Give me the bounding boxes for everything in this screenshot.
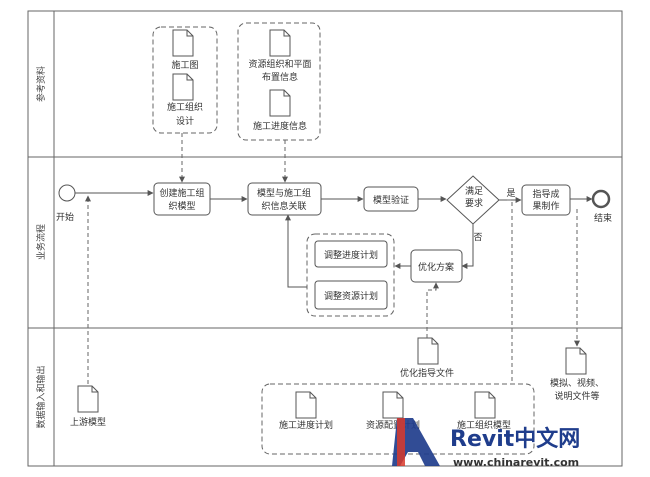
task-result-line1: 指导成 (532, 188, 559, 200)
task-create-model-line2: 织模型 (168, 200, 195, 212)
start-event (58, 184, 76, 202)
doc-resource-layout-line2: 布置信息 (262, 71, 298, 83)
associations (85, 133, 580, 384)
end-event (591, 189, 611, 209)
adjust-group (306, 233, 395, 317)
doc-construction-org-design-line2: 设计 (176, 115, 194, 127)
gateway-label-line2: 要求 (465, 197, 483, 209)
doc-construction-org-design: 施工组织 设计 (167, 73, 203, 127)
doc-out-model-label: 施工组织模型 (457, 419, 511, 431)
doc-schedule-info: 施工进度信息 (253, 89, 307, 132)
task-result: 指导成 果制作 (521, 184, 571, 216)
doc-schedule-info-label: 施工进度信息 (253, 120, 307, 132)
doc-construction-drawing-label: 施工图 (171, 59, 198, 71)
task-verify: 模型验证 (363, 186, 419, 212)
gateway-label-line1: 满足 (465, 186, 483, 197)
task-adjust-schedule-label: 调整进度计划 (324, 249, 378, 261)
gateway-yes-label: 是 (506, 188, 515, 199)
task-adjust-schedule: 调整进度计划 (314, 240, 388, 268)
task-link-model: 模型与施工组 织信息关联 (247, 182, 322, 216)
task-verify-label: 模型验证 (373, 194, 409, 206)
doc-media-files-line2: 说明文件等 (554, 390, 599, 402)
task-result-line2: 果制作 (532, 200, 559, 212)
lane-title-io: 数据输入和输出 (35, 365, 47, 428)
task-create-model-line1: 创建施工组 (159, 187, 204, 199)
reference-group-right (237, 22, 321, 141)
pool (27, 10, 623, 467)
doc-guide-file-label: 优化指导文件 (400, 367, 454, 379)
doc-resource-layout-line1: 资源组织和平面 (248, 58, 311, 70)
task-adjust-resource: 调整资源计划 (314, 280, 388, 310)
watermark: Revit中文网 www.chinarevit.com (392, 418, 580, 469)
start-event-label: 开始 (56, 211, 74, 223)
task-adjust-resource-label: 调整资源计划 (324, 290, 378, 302)
gateway-no-label: 否 (473, 232, 482, 243)
lane-title-reference: 参考资料 (35, 66, 47, 102)
reference-group-left (152, 26, 218, 134)
watermark-brand: Revit中文网 (450, 426, 580, 452)
task-create-model: 创建施工组 织模型 (153, 182, 211, 216)
task-optimize-label: 优化方案 (418, 261, 454, 273)
lane-title-process: 业务流程 (35, 224, 47, 260)
doc-upstream-model: 上游模型 (70, 385, 106, 428)
doc-media-files-line1: 模拟、视频、 (550, 377, 604, 389)
sequence-flows (75, 190, 593, 288)
doc-out-model: 施工组织模型 (457, 391, 511, 431)
doc-construction-drawing: 施工图 (171, 29, 199, 71)
doc-media-files: 模拟、视频、 说明文件等 (550, 347, 604, 402)
doc-out-schedule-label: 施工进度计划 (279, 419, 333, 431)
output-group (261, 383, 535, 455)
watermark-url: www.chinarevit.com (453, 456, 579, 469)
doc-out-schedule: 施工进度计划 (279, 391, 333, 431)
task-link-model-line2: 织信息关联 (261, 200, 306, 212)
doc-resource-layout: 资源组织和平面 布置信息 (248, 29, 312, 83)
task-link-model-line1: 模型与施工组 (257, 187, 311, 199)
doc-construction-org-design-line1: 施工组织 (167, 101, 203, 113)
task-optimize: 优化方案 (410, 249, 463, 283)
doc-guide-file: 优化指导文件 (400, 337, 454, 379)
doc-upstream-model-label: 上游模型 (70, 416, 106, 428)
end-event-label: 结束 (594, 212, 612, 224)
